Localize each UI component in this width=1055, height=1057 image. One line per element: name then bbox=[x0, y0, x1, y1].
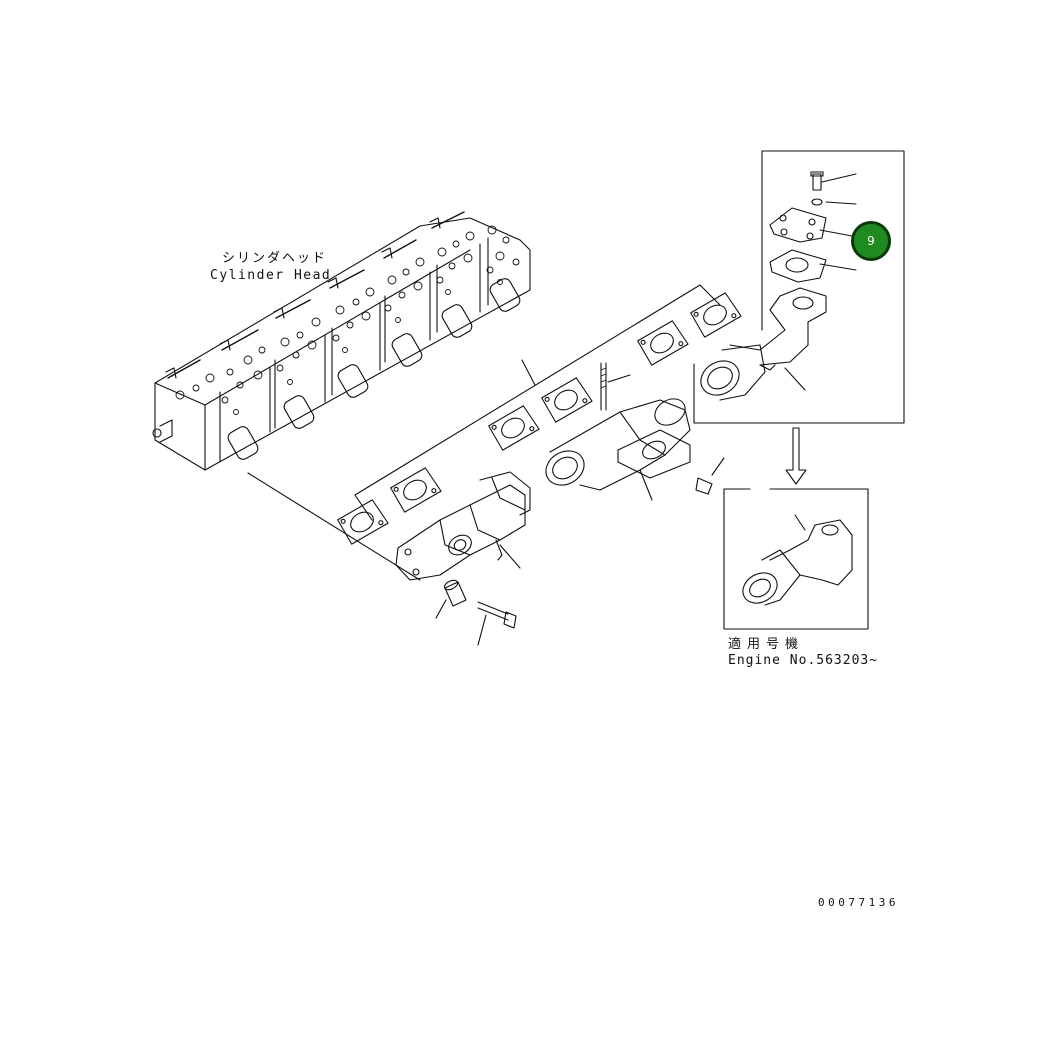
leader-cyl-head bbox=[248, 473, 420, 580]
callout-number: 9 bbox=[867, 234, 875, 248]
document-number: 00077136 bbox=[818, 896, 899, 909]
inset-box-bottom bbox=[724, 489, 868, 629]
cylinder-head-drawing bbox=[153, 212, 530, 470]
down-arrow bbox=[786, 428, 806, 484]
cylinder-head-label-jp: シリンダヘッド bbox=[222, 251, 328, 266]
cylinder-head-label-en: Cylinder Head bbox=[210, 268, 332, 283]
engine-applicability-label-en: Engine No.563203~ bbox=[728, 653, 879, 668]
spacer-and-bolt bbox=[436, 578, 516, 645]
front-exhaust-manifold bbox=[396, 472, 530, 580]
middle-exhaust-manifold bbox=[540, 363, 724, 500]
callout-marker[interactable]: 9 bbox=[851, 221, 891, 261]
engine-applicability-label-jp: 適用号機 bbox=[728, 637, 805, 652]
gasket-bracket bbox=[355, 285, 720, 520]
exhaust-gaskets bbox=[338, 292, 741, 544]
inset-box-top bbox=[694, 151, 904, 423]
